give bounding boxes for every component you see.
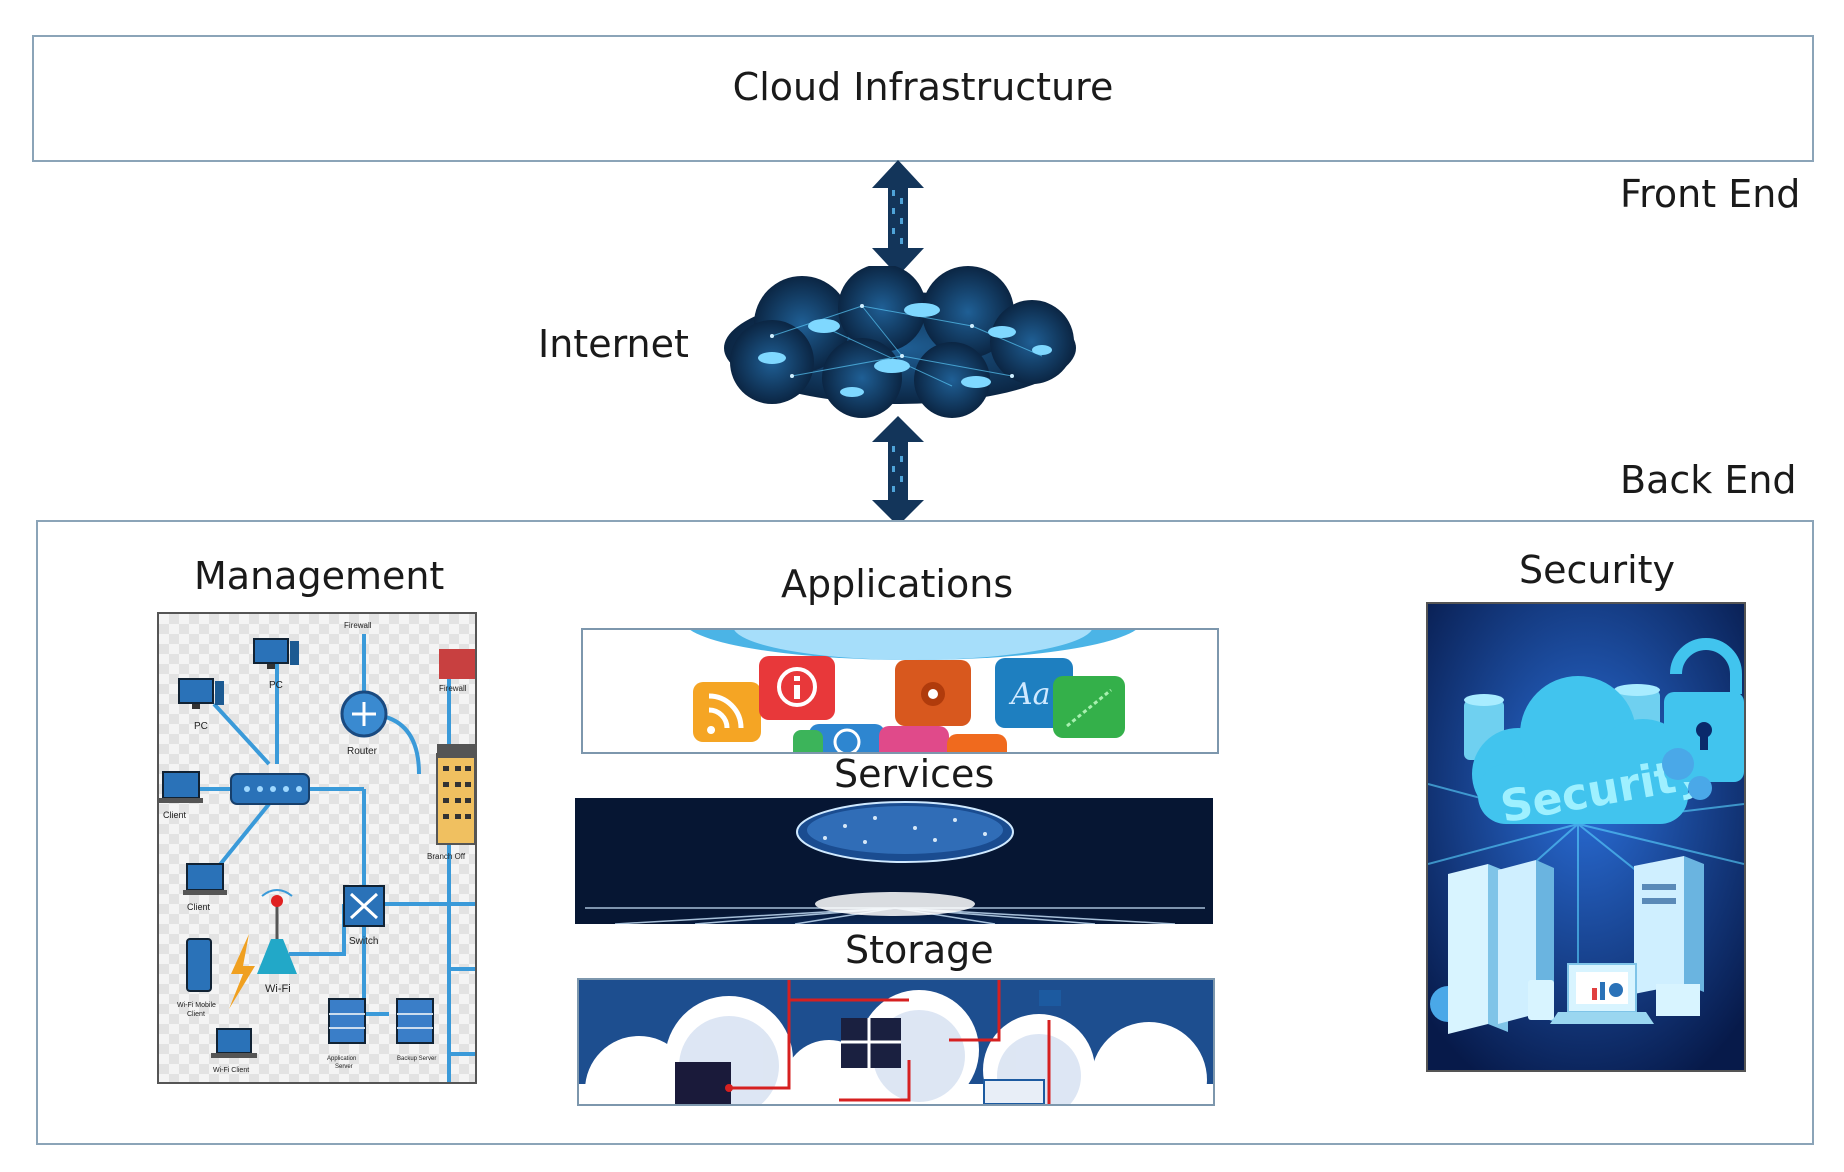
svg-text:Router: Router	[347, 746, 378, 757]
applications-title: Applications	[781, 562, 1014, 606]
svg-text:Aa: Aa	[1008, 677, 1051, 712]
svg-text:Wi-Fi: Wi-Fi	[265, 983, 291, 995]
security-cloud-icon	[1472, 676, 1693, 824]
internet-label: Internet	[538, 322, 689, 366]
svg-text:Firewall: Firewall	[344, 621, 372, 630]
storage-image	[577, 978, 1215, 1106]
laptop-icon	[1528, 963, 1700, 1024]
applications-image: Aa	[581, 628, 1219, 754]
svg-text:Backup Server: Backup Server	[397, 1056, 436, 1062]
services-image	[575, 798, 1213, 924]
internet-cloud-icon	[724, 266, 1076, 418]
svg-text:Branch Off: Branch Off	[427, 852, 466, 861]
svg-text:Client: Client	[187, 902, 211, 912]
settings-app-icon	[895, 660, 971, 726]
svg-text:Wi-Fi Client: Wi-Fi Client	[213, 1067, 249, 1074]
svg-text:Switch: Switch	[349, 936, 378, 947]
chart-app-icon	[1053, 676, 1125, 738]
management-network-diagram: PC PC Router Firewall Firewall Branch Of…	[157, 612, 477, 1084]
svg-text:Firewall: Firewall	[439, 684, 467, 693]
back-end-label: Back End	[1620, 458, 1797, 502]
info-app-icon	[759, 656, 835, 720]
services-title: Services	[834, 752, 995, 796]
cloud-infrastructure-box: Cloud Infrastructure	[32, 35, 1814, 162]
pc-icon	[253, 638, 299, 669]
svg-text:PC: PC	[269, 680, 283, 691]
security-image: Security	[1426, 602, 1746, 1072]
svg-text:Wi-Fi Mobile: Wi-Fi Mobile	[177, 1002, 216, 1009]
double-arrow-upper	[872, 160, 924, 276]
rss-app-icon	[693, 682, 761, 742]
svg-text:Client: Client	[187, 1011, 205, 1018]
storage-title: Storage	[845, 928, 994, 972]
svg-text:Server: Server	[335, 1064, 353, 1070]
svg-text:Application: Application	[327, 1056, 356, 1062]
cloud-infrastructure-title: Cloud Infrastructure	[732, 65, 1114, 109]
services-cloud-icon	[796, 801, 1014, 863]
front-end-label: Front End	[1620, 172, 1801, 216]
security-title: Security	[1519, 548, 1676, 592]
management-title: Management	[194, 554, 445, 598]
double-arrow-lower	[872, 416, 924, 526]
storage-server-icon	[675, 990, 1061, 1104]
svg-text:Client: Client	[163, 810, 187, 820]
globe-app-icon	[809, 724, 885, 752]
svg-text:PC: PC	[194, 721, 208, 732]
